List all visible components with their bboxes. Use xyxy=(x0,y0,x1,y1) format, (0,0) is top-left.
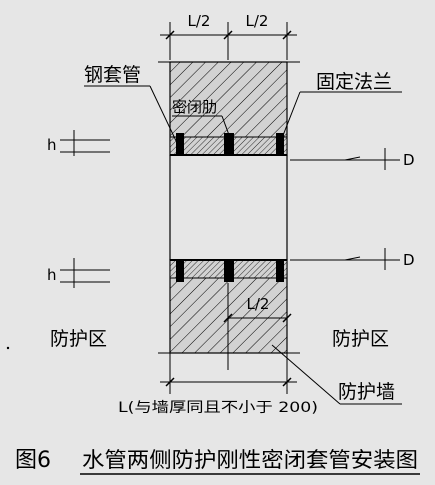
figure-caption: 图6 水管两侧防护刚性密闭套管安装图 xyxy=(15,448,420,475)
steel-sleeve-label: 钢套管 xyxy=(84,64,141,86)
dim-half-right-label: L/2 xyxy=(246,12,269,30)
d-symbol-lower-label: D xyxy=(403,251,415,269)
top-dimension: L/2 L/2 xyxy=(160,12,297,60)
total-dimension: L(与墙厚同且不小于 200) xyxy=(118,353,318,416)
lower-half-dimension: L/2 xyxy=(223,283,292,370)
d-symbol-upper-label: D xyxy=(403,151,415,169)
figure-number: 图6 xyxy=(15,448,51,473)
zone-right-label: 防护区 xyxy=(332,328,389,350)
h-symbol-upper-label: h xyxy=(47,136,57,154)
h-symbol-upper: h xyxy=(47,130,110,156)
zone-left-label: 防护区 xyxy=(50,328,107,350)
d-symbol-lower: D xyxy=(290,248,415,270)
protective-wall-label: 防护墙 xyxy=(338,381,395,403)
d-symbol-upper: D xyxy=(290,148,415,170)
protective-wall-callout: 防护墙 xyxy=(271,344,402,405)
sealing-ring-label: 密闭肋 xyxy=(172,98,217,116)
dim-total-label: L(与墙厚同且不小于 200) xyxy=(118,400,318,416)
h-symbol-lower: h xyxy=(47,258,110,288)
sealing-ring-callout: 密闭肋 xyxy=(172,98,230,136)
dim-half-lower-label: L/2 xyxy=(247,295,270,313)
wall-lower xyxy=(158,259,300,354)
stray-dot xyxy=(6,346,10,350)
wall-upper xyxy=(158,61,300,156)
dim-half-left-label: L/2 xyxy=(188,12,211,30)
steel-sleeve-callout: 钢套管 xyxy=(84,64,179,146)
pipe-bore xyxy=(169,155,288,260)
h-symbol-lower-label: h xyxy=(47,266,57,284)
fixed-flange-callout: 固定法兰 xyxy=(281,71,402,139)
figure-title: 水管两侧防护刚性密闭套管安装图 xyxy=(82,448,418,472)
fixed-flange-label: 固定法兰 xyxy=(316,71,392,93)
